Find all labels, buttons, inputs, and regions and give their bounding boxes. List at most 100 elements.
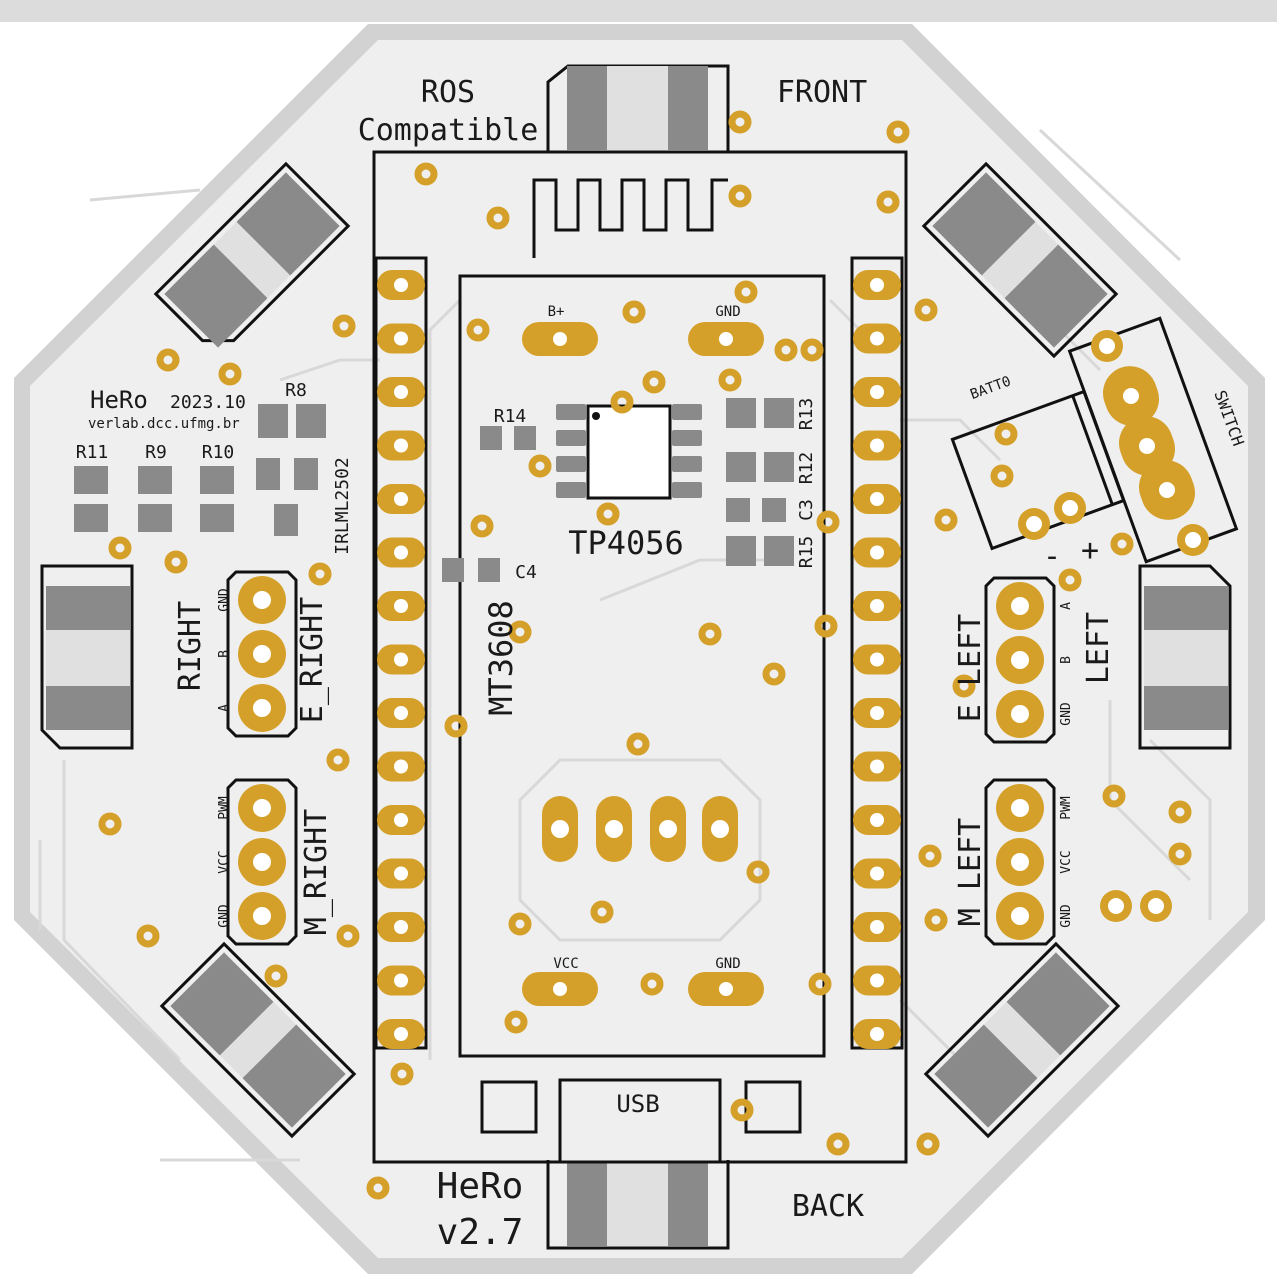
via — [728, 110, 752, 134]
left-header-pin — [377, 965, 425, 996]
right-header-pin — [853, 270, 901, 300]
r11-label: R11 — [76, 442, 109, 463]
left-header-pin — [377, 484, 425, 514]
bottom-left-diagonal-pads — [159, 941, 357, 1139]
via — [136, 924, 160, 948]
via — [626, 732, 650, 756]
top-motor-pads — [546, 64, 730, 152]
m-right-connector — [226, 778, 298, 946]
power-module-outline — [458, 274, 826, 1058]
left-header-pin — [377, 377, 425, 407]
left-header-pin — [377, 698, 425, 728]
m-left-connector — [984, 778, 1056, 946]
via — [414, 162, 438, 186]
gnd-top-label: GND — [715, 304, 740, 320]
left-header-pin — [377, 270, 425, 300]
back-label: BACK — [792, 1189, 864, 1224]
batt-minus-label: - — [1043, 539, 1061, 574]
batt-plus-label: + — [1081, 533, 1099, 568]
via — [876, 190, 900, 214]
r10-label: R10 — [202, 442, 235, 463]
m-left-pin-gnd: GND — [1059, 904, 1074, 928]
e-right-connector — [226, 570, 298, 738]
right-motor-pads — [1138, 564, 1232, 750]
left-motor-pads — [40, 564, 134, 750]
via — [918, 844, 942, 868]
e-left-connector — [984, 576, 1056, 744]
right-header-pin — [853, 323, 901, 354]
m-right-pin-vcc: VCC — [217, 850, 232, 873]
m-right-pin-pwm: PWM — [217, 796, 232, 820]
via — [326, 748, 350, 772]
right-header-pin — [853, 912, 901, 942]
left-header-pin — [377, 858, 425, 889]
via — [218, 362, 242, 386]
via — [390, 1062, 414, 1086]
antenna-trace — [532, 178, 728, 258]
left-header-pin — [377, 591, 425, 621]
via — [164, 550, 188, 574]
e-left-label: E_LEFT — [953, 614, 988, 722]
tp4056-chip — [556, 404, 702, 500]
m-right-label: M_RIGHT — [299, 809, 334, 935]
via — [642, 370, 666, 394]
usb-label: USB — [616, 1090, 659, 1118]
via — [924, 908, 948, 932]
c4-label: C4 — [515, 562, 537, 583]
via — [590, 900, 614, 924]
tp4056-label: TP4056 — [568, 524, 684, 562]
via — [504, 1010, 528, 1034]
r13-label: R13 — [796, 398, 817, 431]
via — [826, 1132, 850, 1156]
m-left-pin-vcc: VCC — [1059, 850, 1074, 873]
via — [366, 1176, 390, 1200]
e-right-label: E_RIGHT — [295, 597, 330, 723]
via — [800, 338, 824, 362]
m-left-pin-pwm: PWM — [1059, 796, 1074, 820]
right-header-pin — [853, 1019, 901, 1049]
top-left-diagonal-pads — [153, 161, 351, 348]
e-left-pin-a: A — [1059, 602, 1074, 610]
switch-pads — [1018, 330, 1209, 922]
left-header-pin — [377, 323, 425, 354]
via — [728, 184, 752, 208]
front-label: FRONT — [777, 75, 867, 110]
vcc-bottom-label: VCC — [553, 956, 578, 972]
right-header-pin — [853, 537, 901, 568]
header-pins — [377, 270, 901, 1049]
right-header-pin — [853, 805, 901, 835]
via — [774, 338, 798, 362]
via — [762, 662, 786, 686]
bottom-right-diagonal-pads — [923, 941, 1121, 1139]
via — [470, 514, 494, 538]
bottom-motor-pads — [546, 1160, 730, 1250]
left-header-pin — [377, 912, 425, 942]
via — [610, 390, 634, 414]
via — [990, 464, 1014, 488]
m-left-label: M_LEFT — [953, 818, 988, 926]
ros-label-line2: Compatible — [358, 113, 539, 148]
via — [734, 280, 758, 304]
left-header-pin — [377, 430, 425, 461]
e-right-pin-b: B — [217, 650, 232, 658]
board-name-small: HeRo — [90, 386, 148, 414]
viewer-top-bar — [0, 0, 1277, 22]
via — [1102, 784, 1126, 808]
via — [640, 972, 664, 996]
via — [528, 454, 552, 478]
via — [994, 422, 1018, 446]
right-header-pin — [853, 698, 901, 728]
right-header-pin — [853, 377, 901, 407]
via — [486, 206, 510, 230]
r8-label: R8 — [285, 380, 307, 401]
right-header-pin — [853, 591, 901, 621]
board-date: 2023.10 — [170, 392, 246, 413]
right-header-pin — [853, 484, 901, 514]
gnd-bottom-label: GND — [715, 956, 740, 972]
via — [814, 614, 838, 638]
via — [622, 300, 646, 324]
via — [1168, 842, 1192, 866]
r14-label: R14 — [494, 406, 527, 427]
left-header-pin — [377, 644, 425, 675]
